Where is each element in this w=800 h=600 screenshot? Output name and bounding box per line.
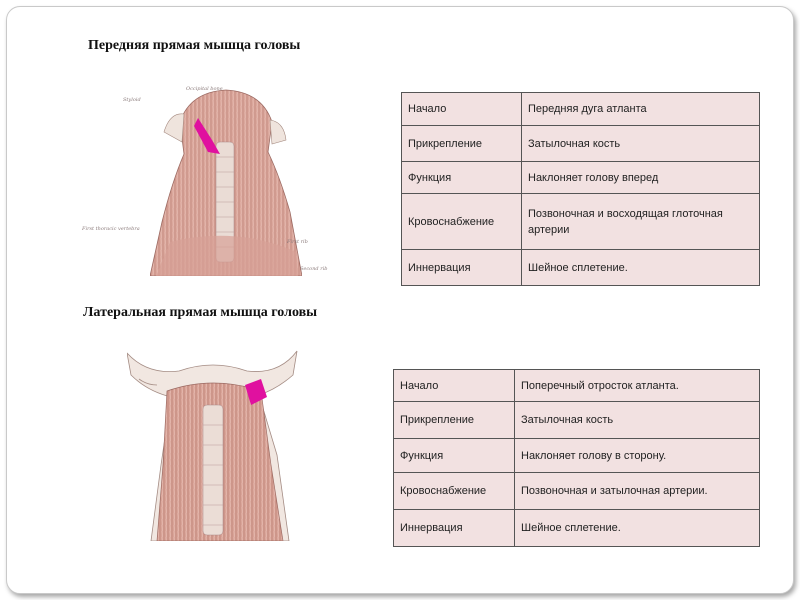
section-1-table: Начало Передняя дуга атланта Прикреплени… bbox=[401, 92, 760, 286]
table-row: Иннервация Шейное сплетение. bbox=[401, 249, 760, 286]
row-key: Функция bbox=[393, 438, 515, 473]
section-2-table: Начало Поперечный отросток атланта. Прик… bbox=[393, 369, 760, 547]
row-value: Наклоняет голову в сторону. bbox=[514, 438, 760, 473]
row-value: Наклоняет голову вперед bbox=[521, 161, 760, 194]
row-value: Шейное сплетение. bbox=[514, 509, 760, 547]
row-key: Функция bbox=[401, 161, 522, 194]
section-1-title: Передняя прямая мышца головы bbox=[88, 38, 301, 53]
image-label-first-rib: First rib bbox=[287, 239, 308, 245]
image-label-styloid-text: Styloid bbox=[123, 97, 141, 103]
row-key: Прикрепление bbox=[393, 401, 515, 439]
table-row: Прикрепление Затылочная кость bbox=[401, 125, 760, 162]
table-row: Кровоснабжение Позвоночная и затылочная … bbox=[393, 472, 760, 510]
row-key: Кровоснабжение bbox=[393, 472, 515, 510]
row-key: Прикрепление bbox=[401, 125, 522, 162]
row-key: Иннервация bbox=[401, 249, 522, 286]
image-label-thoracic: First thoracic vertebra bbox=[82, 226, 140, 232]
section-2-title: Латеральная прямая мышца головы bbox=[83, 305, 318, 320]
row-key: Кровоснабжение bbox=[401, 193, 522, 250]
image-label-second-rib: Second rib bbox=[300, 266, 328, 272]
table-row: Начало Поперечный отросток атланта. bbox=[393, 369, 760, 402]
row-value: Позвоночная и затылочная артерии. bbox=[514, 472, 760, 510]
image-label-occipital: Occipital bone bbox=[186, 86, 223, 92]
table-row: Функция Наклоняет голову в сторону. bbox=[393, 438, 760, 473]
row-value: Затылочная кость bbox=[514, 401, 760, 439]
highlighted-muscle bbox=[194, 118, 220, 154]
row-value: Поперечный отросток атланта. bbox=[514, 369, 760, 402]
table-row: Начало Передняя дуга атланта bbox=[401, 92, 760, 126]
row-value: Позвоночная и восходящая глоточная артер… bbox=[521, 193, 760, 250]
table-row: Иннервация Шейное сплетение. bbox=[393, 509, 760, 547]
row-value: Шейное сплетение. bbox=[521, 249, 760, 286]
row-key: Начало bbox=[401, 92, 522, 126]
row-value: Передняя дуга атланта bbox=[521, 92, 760, 126]
highlighted-muscle bbox=[245, 379, 267, 405]
table-row: Кровоснабжение Позвоночная и восходящая … bbox=[401, 193, 760, 250]
row-value: Затылочная кость bbox=[521, 125, 760, 162]
row-key: Начало bbox=[393, 369, 515, 402]
row-key: Иннервация bbox=[393, 509, 515, 547]
anatomy-illustration-anterior: Occipital bone Styloid bbox=[150, 86, 302, 276]
table-row: Функция Наклоняет голову вперед bbox=[401, 161, 760, 194]
table-row: Прикрепление Затылочная кость bbox=[393, 401, 760, 439]
anatomy-illustration-lateral bbox=[127, 350, 298, 541]
